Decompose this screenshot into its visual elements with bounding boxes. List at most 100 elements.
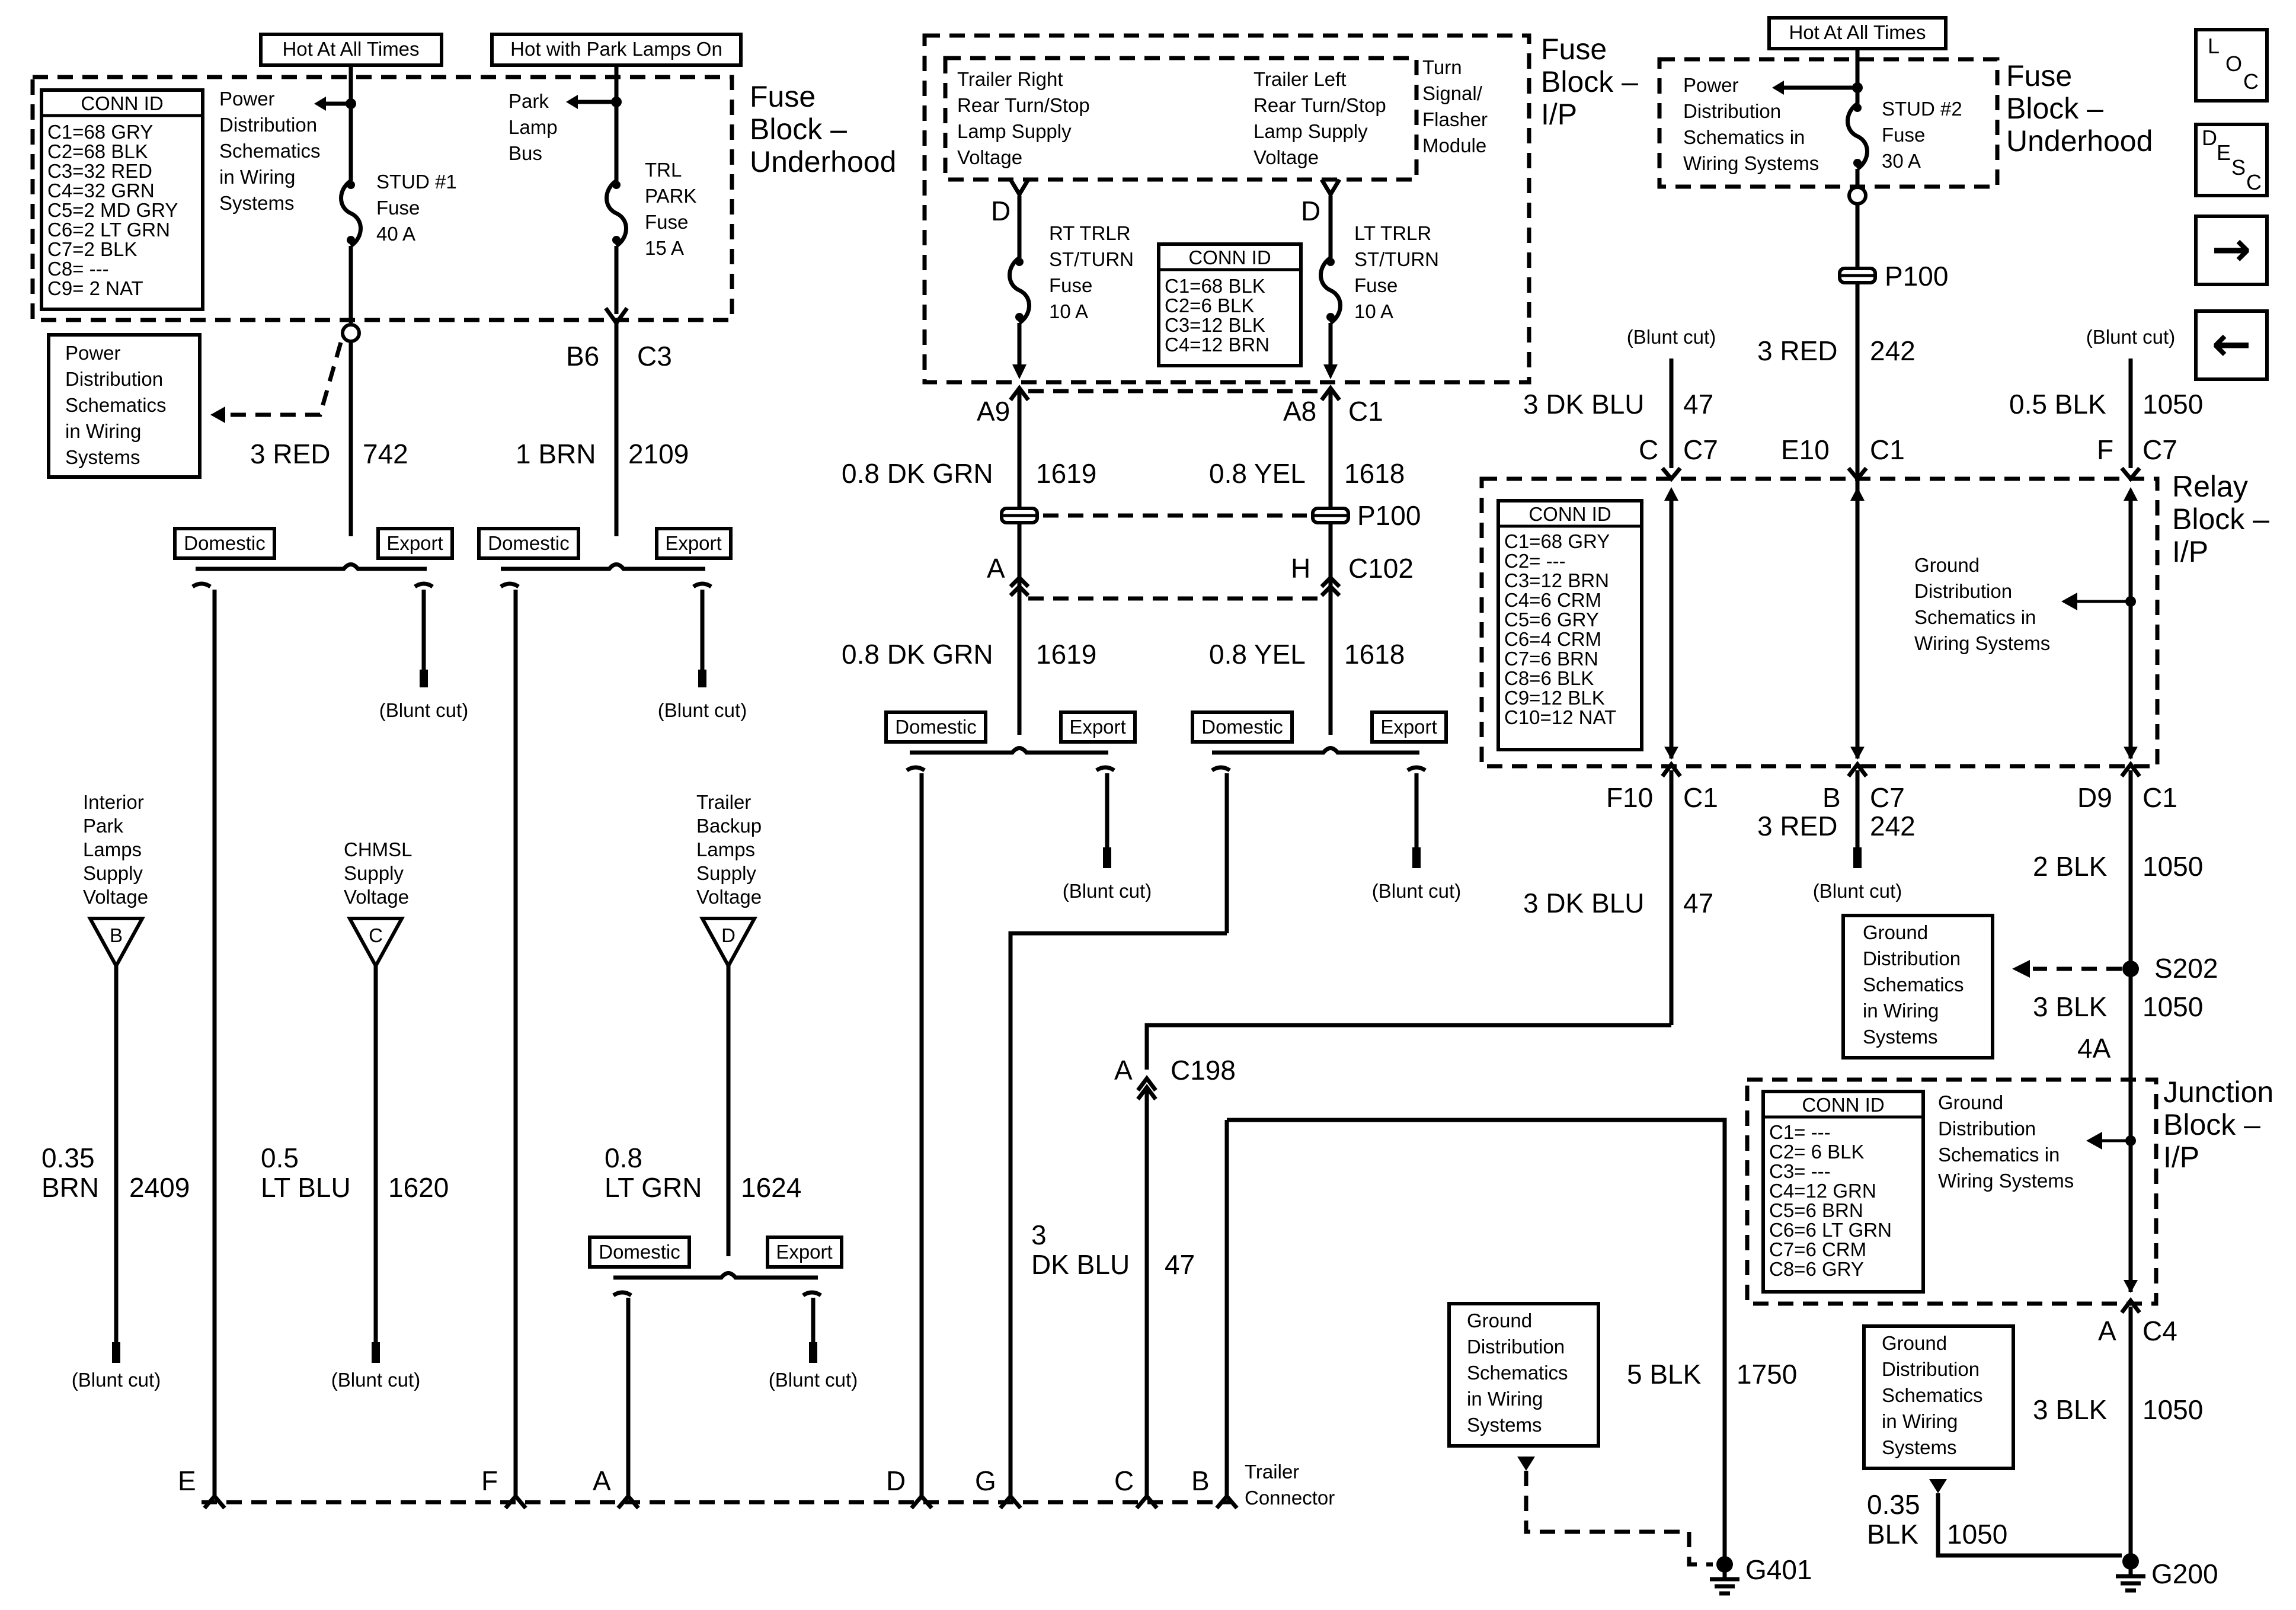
domestic-export-selector-2: Domestic Export (Blunt cut) xyxy=(477,527,747,1499)
svg-text:Relay: Relay xyxy=(2172,470,2248,503)
svg-text:(Blunt cut): (Blunt cut) xyxy=(769,1369,858,1391)
conn-row: C4=32 GRN xyxy=(47,180,155,201)
fuse-block-underhood-right: Hot At All Times Power Distribution Sche… xyxy=(1657,16,2153,189)
fuse-block-ip: Trailer Right Rear Turn/Stop Lamp Supply… xyxy=(922,33,1638,385)
svg-text:(Blunt cut): (Blunt cut) xyxy=(658,699,747,721)
svg-text:Backup: Backup xyxy=(696,815,762,837)
conn-row: C9= 2 NAT xyxy=(47,277,143,299)
arrow-left-icon: ← xyxy=(2211,316,2251,372)
svg-text:CONN ID: CONN ID xyxy=(1528,503,1611,525)
svg-text:Trailer: Trailer xyxy=(696,791,751,813)
svg-text:C: C xyxy=(2243,69,2259,94)
svg-text:C1= ---: C1= --- xyxy=(1769,1121,1831,1143)
svg-text:1050: 1050 xyxy=(2142,851,2203,882)
svg-text:Supply: Supply xyxy=(696,862,756,884)
trailer-backup-supply: Trailer Backup Lamps Supply Voltage D 0.… xyxy=(588,791,858,1499)
svg-text:A8: A8 xyxy=(1283,396,1316,427)
svg-text:C7: C7 xyxy=(1870,782,1905,813)
svg-text:Voltage: Voltage xyxy=(696,886,762,908)
ground-dist-ref-g401[interactable]: Ground Distribution Schematics in Wiring… xyxy=(1447,1302,1600,1448)
svg-text:30 A: 30 A xyxy=(1882,150,1921,172)
svg-text:3 RED: 3 RED xyxy=(250,438,330,469)
svg-text:A: A xyxy=(1114,1055,1133,1086)
loc-button[interactable]: L O C xyxy=(2194,28,2269,103)
svg-text:Voltage: Voltage xyxy=(83,886,148,908)
svg-text:5 BLK: 5 BLK xyxy=(1627,1359,1702,1390)
svg-text:C8=6 BLK: C8=6 BLK xyxy=(1504,667,1594,689)
svg-text:in Wiring: in Wiring xyxy=(65,420,141,442)
svg-text:Distribution: Distribution xyxy=(1863,948,1961,969)
prev-page-button[interactable]: ← xyxy=(2194,309,2269,381)
svg-text:3 BLK: 3 BLK xyxy=(2033,1394,2108,1425)
svg-text:Flasher: Flasher xyxy=(1422,108,1488,130)
pin-c: C xyxy=(1114,1465,1134,1496)
svg-text:Wiring Systems: Wiring Systems xyxy=(1938,1170,2074,1192)
svg-text:Block –: Block – xyxy=(1541,65,1638,98)
svg-text:C2= ---: C2= --- xyxy=(1504,550,1566,572)
svg-text:C6=4 CRM: C6=4 CRM xyxy=(1504,628,1601,650)
svg-text:Systems: Systems xyxy=(1882,1436,1957,1458)
svg-text:C1=68 GRY: C1=68 GRY xyxy=(1504,530,1610,552)
svg-text:Power: Power xyxy=(1683,74,1739,96)
svg-text:C3: C3 xyxy=(637,341,672,372)
svg-text:1624: 1624 xyxy=(741,1172,801,1203)
ground-dist-ref-s202[interactable]: Ground Distribution Schematics in Wiring… xyxy=(1841,914,1994,1060)
svg-text:Wiring Systems: Wiring Systems xyxy=(1683,152,1819,174)
pin-f: F xyxy=(481,1465,498,1496)
svg-text:47: 47 xyxy=(1683,389,1713,420)
svg-text:C: C xyxy=(1639,434,1658,465)
svg-text:S202: S202 xyxy=(2154,953,2218,984)
svg-text:PARK: PARK xyxy=(645,185,696,207)
ground-dist-ref-g200[interactable]: Ground Distribution Schematics in Wiring… xyxy=(1862,1324,2015,1470)
chmsl-supply: CHMSL Supply Voltage C (Blunt cut) 0.5 L… xyxy=(261,838,449,1391)
pin-a: A xyxy=(593,1465,611,1496)
svg-text:Schematics: Schematics xyxy=(1467,1362,1568,1384)
svg-text:Turn: Turn xyxy=(1422,56,1462,78)
svg-text:(Blunt cut): (Blunt cut) xyxy=(1627,326,1716,348)
relay-block: CONN ID C1=68 GRY C2= --- C3=12 BRN C4=6… xyxy=(1479,466,2269,769)
arrow-left-icon xyxy=(314,97,326,111)
svg-text:Domestic: Domestic xyxy=(599,1241,680,1263)
svg-text:Lamps: Lamps xyxy=(83,838,142,860)
svg-text:Fuse: Fuse xyxy=(1541,33,1607,66)
svg-text:Domestic: Domestic xyxy=(184,532,266,554)
svg-text:Lamp: Lamp xyxy=(509,116,558,138)
svg-text:Systems: Systems xyxy=(1467,1414,1542,1436)
svg-text:47: 47 xyxy=(1165,1249,1195,1280)
svg-text:Power: Power xyxy=(219,88,275,110)
pin-b: B xyxy=(1191,1465,1210,1496)
conn-row: C3=32 RED xyxy=(47,160,152,182)
fuse-block-uh-title-1: Fuse xyxy=(750,80,816,113)
svg-text:742: 742 xyxy=(363,438,408,469)
domestic-export-selector-1: Domestic Export (Blunt cut) xyxy=(173,527,468,1499)
trailer-connector: E F A D G C B Trailer Connector xyxy=(178,1461,1335,1510)
svg-text:C1: C1 xyxy=(2142,782,2177,813)
svg-text:Fuse: Fuse xyxy=(1882,124,1925,146)
svg-text:C3=12 BRN: C3=12 BRN xyxy=(1504,569,1609,591)
next-page-button[interactable]: → xyxy=(2194,215,2269,286)
desc-button[interactable]: D E S C xyxy=(2194,123,2269,197)
svg-text:D: D xyxy=(1301,196,1320,226)
svg-text:242: 242 xyxy=(1870,811,1916,841)
svg-text:Schematics: Schematics xyxy=(1882,1384,1983,1406)
svg-text:Trailer Right: Trailer Right xyxy=(957,68,1063,90)
svg-text:3 DK BLU: 3 DK BLU xyxy=(1523,389,1645,420)
arrow-right-icon: → xyxy=(2211,222,2251,277)
fuse-block-uh-title-2: Block – xyxy=(750,113,847,146)
svg-text:Fuse: Fuse xyxy=(1354,274,1398,296)
svg-text:1050: 1050 xyxy=(2142,1394,2203,1425)
svg-text:Interior: Interior xyxy=(83,791,144,813)
arrow-left-icon xyxy=(566,95,578,109)
power-distribution-ref-left[interactable]: Power Distribution Schematics in Wiring … xyxy=(47,333,202,479)
svg-text:(Blunt cut): (Blunt cut) xyxy=(1063,880,1152,902)
svg-text:G200: G200 xyxy=(2151,1558,2218,1589)
svg-text:Supply: Supply xyxy=(344,862,404,884)
svg-text:1618: 1618 xyxy=(1344,639,1405,670)
svg-text:(Blunt cut): (Blunt cut) xyxy=(379,699,468,721)
pin-g: G xyxy=(975,1465,996,1496)
conn-row: C7=2 BLK xyxy=(47,238,137,260)
svg-text:C10=12 NAT: C10=12 NAT xyxy=(1504,706,1616,728)
svg-text:242: 242 xyxy=(1870,335,1916,366)
svg-text:Wiring Systems: Wiring Systems xyxy=(1914,632,2050,654)
svg-text:F: F xyxy=(2097,434,2113,465)
